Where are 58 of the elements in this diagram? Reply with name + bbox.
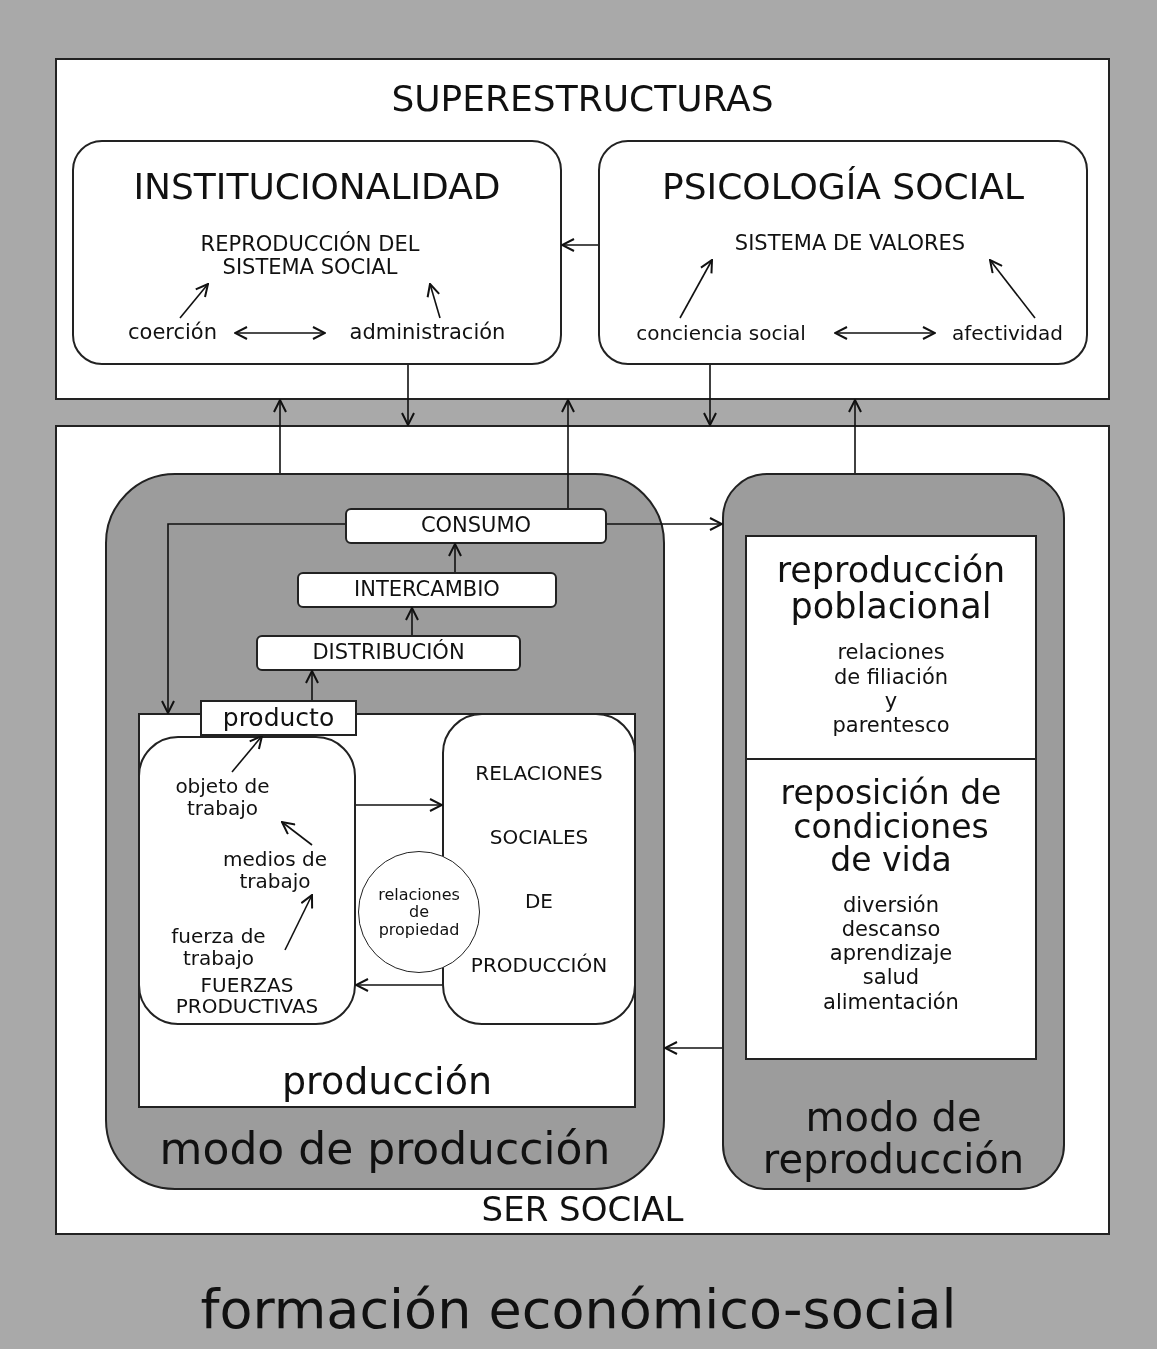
- arrow: [305, 670, 319, 701]
- double-arrow: [234, 326, 326, 340]
- concept-label: fuerza de trabajo: [152, 922, 285, 972]
- rounded-panel: [722, 473, 1065, 1190]
- item-list: diversión descanso aprendizaje salud alimentación: [802, 892, 980, 1014]
- arrow: [848, 399, 862, 474]
- arrow: [284, 894, 314, 951]
- label-box: INTERCAMBIO: [297, 572, 557, 608]
- rounded-panel: [105, 473, 665, 1190]
- concept-label: objeto de trabajo: [155, 772, 290, 822]
- box-title: PSICOLOGÍA SOCIAL: [661, 168, 1025, 206]
- concept-label: conciencia social: [607, 318, 835, 348]
- panel-title: modo de reproducción: [761, 1096, 1026, 1180]
- panel-heading: reposición de condiciones de vida: [779, 776, 1003, 877]
- frame-title: formación económico-social: [199, 1282, 958, 1339]
- arrow: [664, 1041, 723, 1055]
- rounded-box: [598, 140, 1088, 365]
- arrow: [426, 283, 441, 319]
- label-box: producto: [200, 700, 357, 736]
- panel: [745, 758, 1037, 1060]
- arrow: [355, 978, 443, 992]
- concept-label: afectividad: [935, 318, 1080, 348]
- item-list: relaciones de filiación y parentesco: [827, 640, 955, 737]
- concept-label: administración: [325, 318, 530, 348]
- rounded-box: [138, 736, 356, 1025]
- double-arrow: [834, 326, 936, 340]
- panel-title: producción: [280, 1062, 493, 1102]
- panel-title: modo de producción: [158, 1125, 612, 1172]
- section-panel: [55, 58, 1110, 400]
- concept-label: REPRODUCCIÓN DEL SISTEMA SOCIAL: [170, 228, 450, 284]
- arrow: [989, 259, 1036, 319]
- arrow: [179, 283, 209, 319]
- box-title: FUERZAS PRODUCTIVAS: [174, 975, 320, 1017]
- arrow: [561, 399, 575, 509]
- arrow: [679, 259, 713, 319]
- arrow: [703, 364, 717, 426]
- arrow: [231, 735, 263, 773]
- arrow: [355, 798, 443, 812]
- concept-label: coerción: [110, 318, 235, 348]
- section-panel: [55, 425, 1110, 1235]
- arrow: [281, 821, 313, 846]
- concept-label: medios de trabajo: [200, 845, 350, 895]
- arrow: [448, 543, 462, 573]
- concept-label: SISTEMA DE VALORES: [690, 228, 1010, 260]
- section-title: SUPERESTRUCTURAS: [390, 80, 775, 118]
- label-box: DISTRIBUCIÓN: [256, 635, 521, 671]
- arrow: [161, 523, 346, 714]
- arrow: [561, 238, 599, 252]
- panel: [745, 535, 1037, 760]
- rounded-box: [72, 140, 562, 365]
- panel-heading: reproducción poblacional: [775, 553, 1007, 625]
- arrow: [401, 364, 415, 426]
- arrow: [606, 517, 723, 531]
- arrow: [405, 607, 419, 636]
- arrow: [273, 399, 287, 474]
- label-box: CONSUMO: [345, 508, 607, 544]
- box-title: INSTITUCIONALIDAD: [132, 168, 502, 206]
- section-title: SER SOCIAL: [480, 1192, 685, 1228]
